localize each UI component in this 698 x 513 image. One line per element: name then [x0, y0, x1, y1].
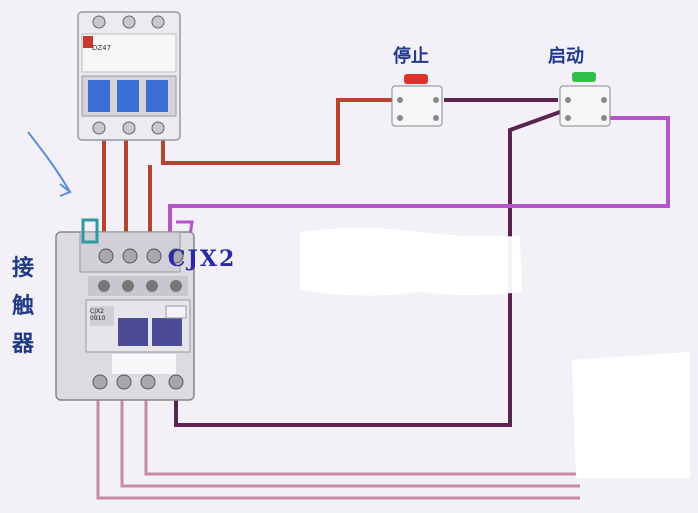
wiring — [96, 98, 670, 500]
stop-button-cap — [404, 74, 428, 84]
wire-purple-loop — [168, 116, 670, 250]
smudge-overlay — [300, 228, 690, 478]
terminal-screw-icon — [92, 374, 108, 390]
terminal-screw-icon — [168, 374, 184, 390]
aux-terminal — [81, 218, 99, 244]
contactor-code-label: CJX2 — [168, 246, 237, 272]
terminal-screw-icon — [116, 374, 132, 390]
contactor-label-char-3: 器 — [12, 332, 35, 357]
screw-icon — [151, 15, 165, 29]
contactor-label-char-1: 接 — [12, 256, 35, 281]
wire-out-3 — [144, 400, 580, 476]
screw-icon — [92, 15, 106, 29]
terminal-screw-icon — [122, 248, 138, 264]
wire-control-red — [161, 98, 392, 165]
circuit-breaker — [77, 11, 181, 141]
screw-icon — [92, 121, 106, 135]
terminal-screw-icon — [146, 248, 162, 264]
wire-out-1 — [96, 400, 580, 500]
screw-icon — [122, 121, 136, 135]
stop-label: 停止 — [393, 46, 429, 67]
wire-out-2 — [120, 400, 580, 488]
arrow-annotation-icon — [27, 131, 72, 197]
contactor-model-tag: CJX2 0910 — [90, 308, 106, 322]
breaker-tag: DZ47 — [92, 44, 112, 52]
start-button-cap — [572, 72, 596, 82]
wire-start-to-coil — [174, 110, 561, 427]
terminal-screw-icon — [140, 374, 156, 390]
stop-button — [391, 74, 443, 127]
contactor — [55, 218, 195, 401]
terminal-screw-icon — [98, 248, 114, 264]
breaker-toggle — [88, 80, 110, 112]
screw-icon — [151, 121, 165, 135]
breaker-toggle — [146, 80, 168, 112]
contactor-label-char-2: 触 — [12, 294, 35, 319]
screw-icon — [122, 15, 136, 29]
contactor-window — [118, 318, 148, 346]
start-button — [559, 72, 611, 127]
terminal-screw-icon — [168, 248, 184, 264]
breaker-toggle — [117, 80, 139, 112]
start-label: 启动 — [548, 46, 584, 67]
contactor-window — [152, 318, 182, 346]
